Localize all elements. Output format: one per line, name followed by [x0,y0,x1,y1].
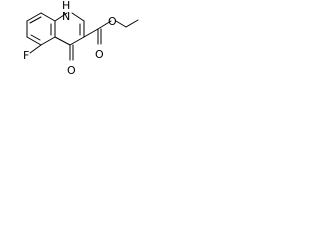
double-bond-benzene-a [29,16,42,24]
double-bond-benzene-c [30,34,41,41]
bond-ring-nh [54,12,68,22]
atom-ester-carbonyl-o-label: O [95,48,104,61]
atom-ketone-o-label: O [67,64,76,77]
bond-benzene-5 [26,36,42,46]
bond-ether-ch2 [115,20,127,28]
structure-drawing: H N F O O O [23,0,139,77]
bond-benzene-4 [40,36,56,46]
bond-ester-ether [97,20,112,30]
bond-c3-c4 [69,36,85,46]
bond-benzene-1 [26,12,42,22]
bond-n-c2 [71,12,85,22]
bond-c3-ester [83,28,99,38]
atom-n-label: N [62,10,70,23]
atom-ester-ether-o-label: O [108,15,117,28]
bond-benzene-2 [40,12,56,22]
bond-ch2-ch3 [125,19,139,28]
molecule-canvas: H N F O O O [0,0,140,84]
bond-c-f [29,44,42,54]
atom-f-label: F [23,49,29,62]
atom-h-label: H [62,0,70,12]
bond-c4-c4a [54,36,71,46]
